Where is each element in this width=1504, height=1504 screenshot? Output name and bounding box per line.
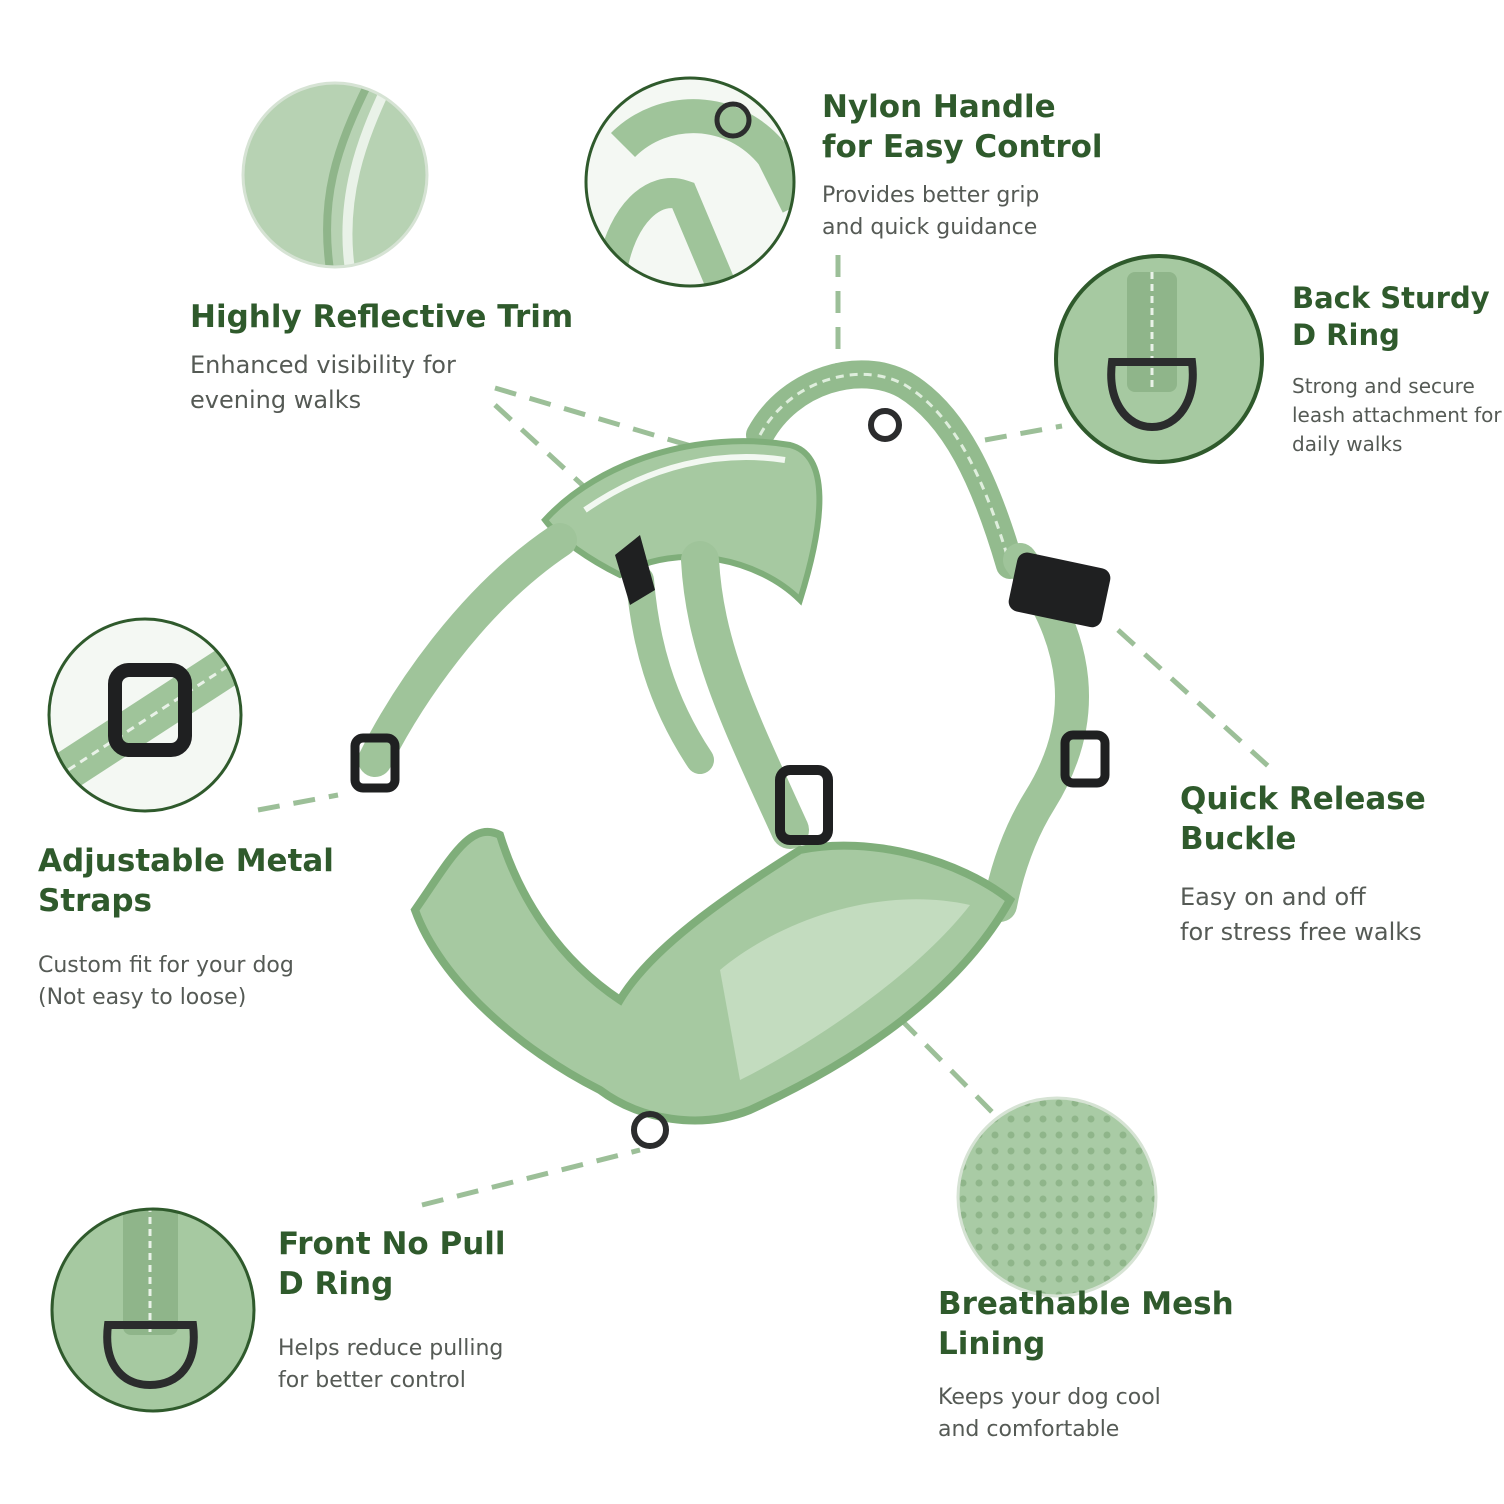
handle-stitching bbox=[758, 372, 1012, 566]
title-front-d-ring: Front No Pull D Ring bbox=[278, 1226, 506, 1302]
title-quick-release: Quick Release Buckle bbox=[1180, 781, 1426, 857]
strap-buckle-closeup bbox=[47, 617, 243, 813]
reflective-trim-closeup bbox=[241, 81, 429, 269]
leader-line-reflective-b bbox=[493, 403, 592, 494]
right-side-strap bbox=[983, 543, 1089, 922]
mesh-lining bbox=[720, 899, 970, 1080]
leader-line-back-ring bbox=[984, 423, 1063, 443]
front-d-ring-icon bbox=[631, 1111, 669, 1149]
description-nylon-handle: Provides better grip and quick guidance bbox=[822, 183, 1040, 240]
title-adjustable-straps: Adjustable Metal Straps bbox=[38, 843, 334, 919]
description-back-d-ring: Strong and secure leash attachment for d… bbox=[1292, 374, 1502, 456]
title-mesh-lining: Breathable Mesh Lining bbox=[938, 1286, 1234, 1362]
reflective-trim bbox=[583, 454, 786, 513]
leader-line-front-ring bbox=[421, 1147, 641, 1208]
leader-line-straps bbox=[257, 792, 339, 813]
right-slider-icon bbox=[1060, 730, 1110, 788]
quick-release-buckle-icon bbox=[1008, 552, 1111, 628]
description-quick-release: Easy on and off for stress free walks bbox=[1180, 883, 1422, 946]
title-reflective-trim: Highly Reflective Trim bbox=[190, 299, 574, 335]
belly-panel bbox=[410, 827, 1016, 1125]
neck-strap bbox=[626, 566, 714, 774]
description-reflective-trim: Enhanced visibility for evening walks bbox=[190, 351, 456, 414]
strap-slider-icon bbox=[775, 765, 833, 845]
left-side-strap bbox=[358, 523, 577, 777]
back-panel bbox=[541, 438, 823, 606]
description-front-d-ring: Helps reduce pulling for better control bbox=[278, 1336, 504, 1393]
title-nylon-handle: Nylon Handle for Easy Control bbox=[822, 89, 1103, 165]
back-d-ring-closeup bbox=[1054, 254, 1264, 464]
description-mesh-lining: Keeps your dog cool and comfortable bbox=[938, 1385, 1161, 1442]
mesh-closeup bbox=[956, 1096, 1158, 1298]
title-back-d-ring: Back Sturdy D Ring bbox=[1292, 281, 1490, 353]
front-d-ring-closeup bbox=[50, 1207, 256, 1413]
description-adjustable-straps: Custom fit for your dog (Not easy to loo… bbox=[38, 953, 294, 1010]
neck-buckle-icon bbox=[615, 535, 655, 605]
left-slider-icon bbox=[350, 733, 400, 793]
back-d-ring-icon bbox=[868, 408, 902, 442]
chest-strap bbox=[681, 541, 809, 849]
handle-closeup bbox=[584, 76, 796, 288]
